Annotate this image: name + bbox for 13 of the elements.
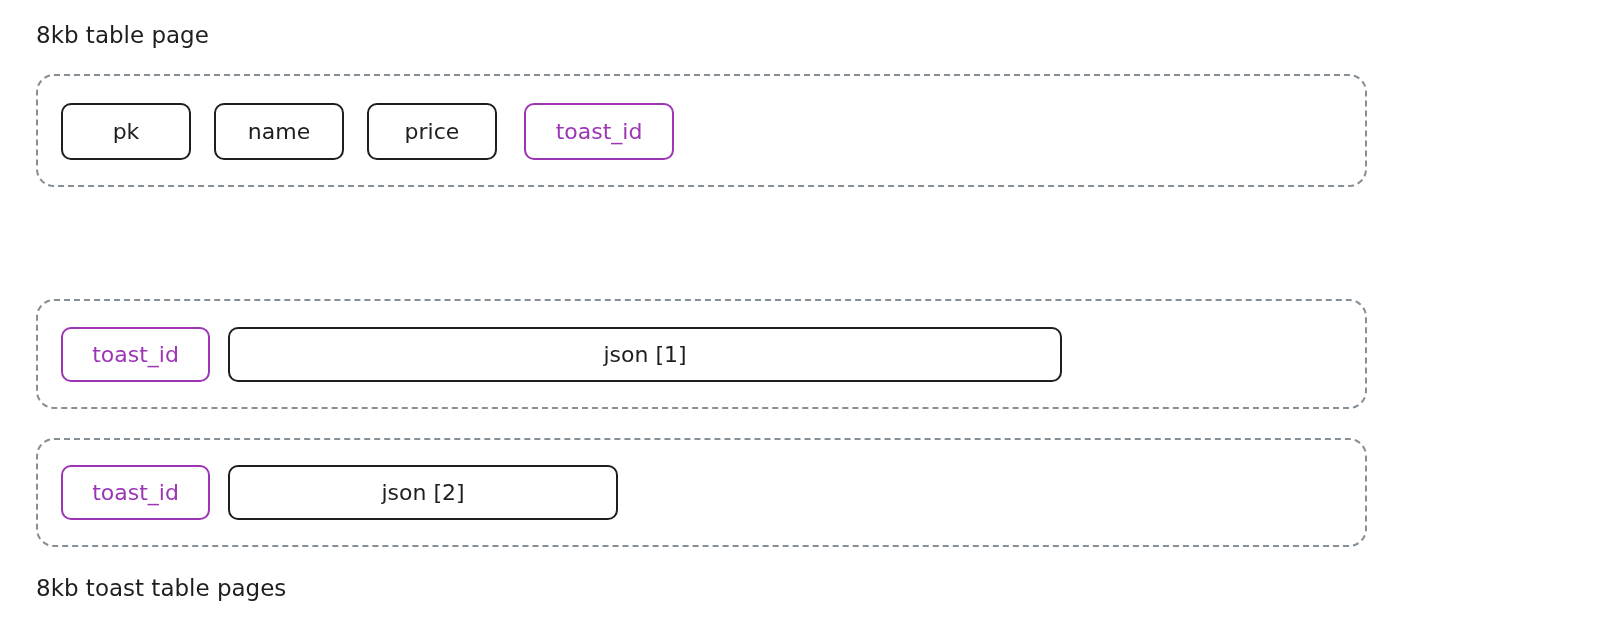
section-heading: 8kb table page [36,22,209,50]
json-data-box: json [1] [228,327,1062,382]
section-heading: 8kb toast table pages [36,575,287,603]
toast-id-box: toast_id [61,465,210,520]
toast-id-box: toast_id [61,327,210,382]
column-box: price [367,103,497,160]
column-box: pk [61,103,191,160]
dashed-page-frame [36,438,1367,547]
toast-id-box: toast_id [524,103,674,160]
dashed-page-frame [36,74,1367,187]
dashed-page-frame [36,299,1367,409]
column-box: name [214,103,344,160]
json-data-box: json [2] [228,465,618,520]
